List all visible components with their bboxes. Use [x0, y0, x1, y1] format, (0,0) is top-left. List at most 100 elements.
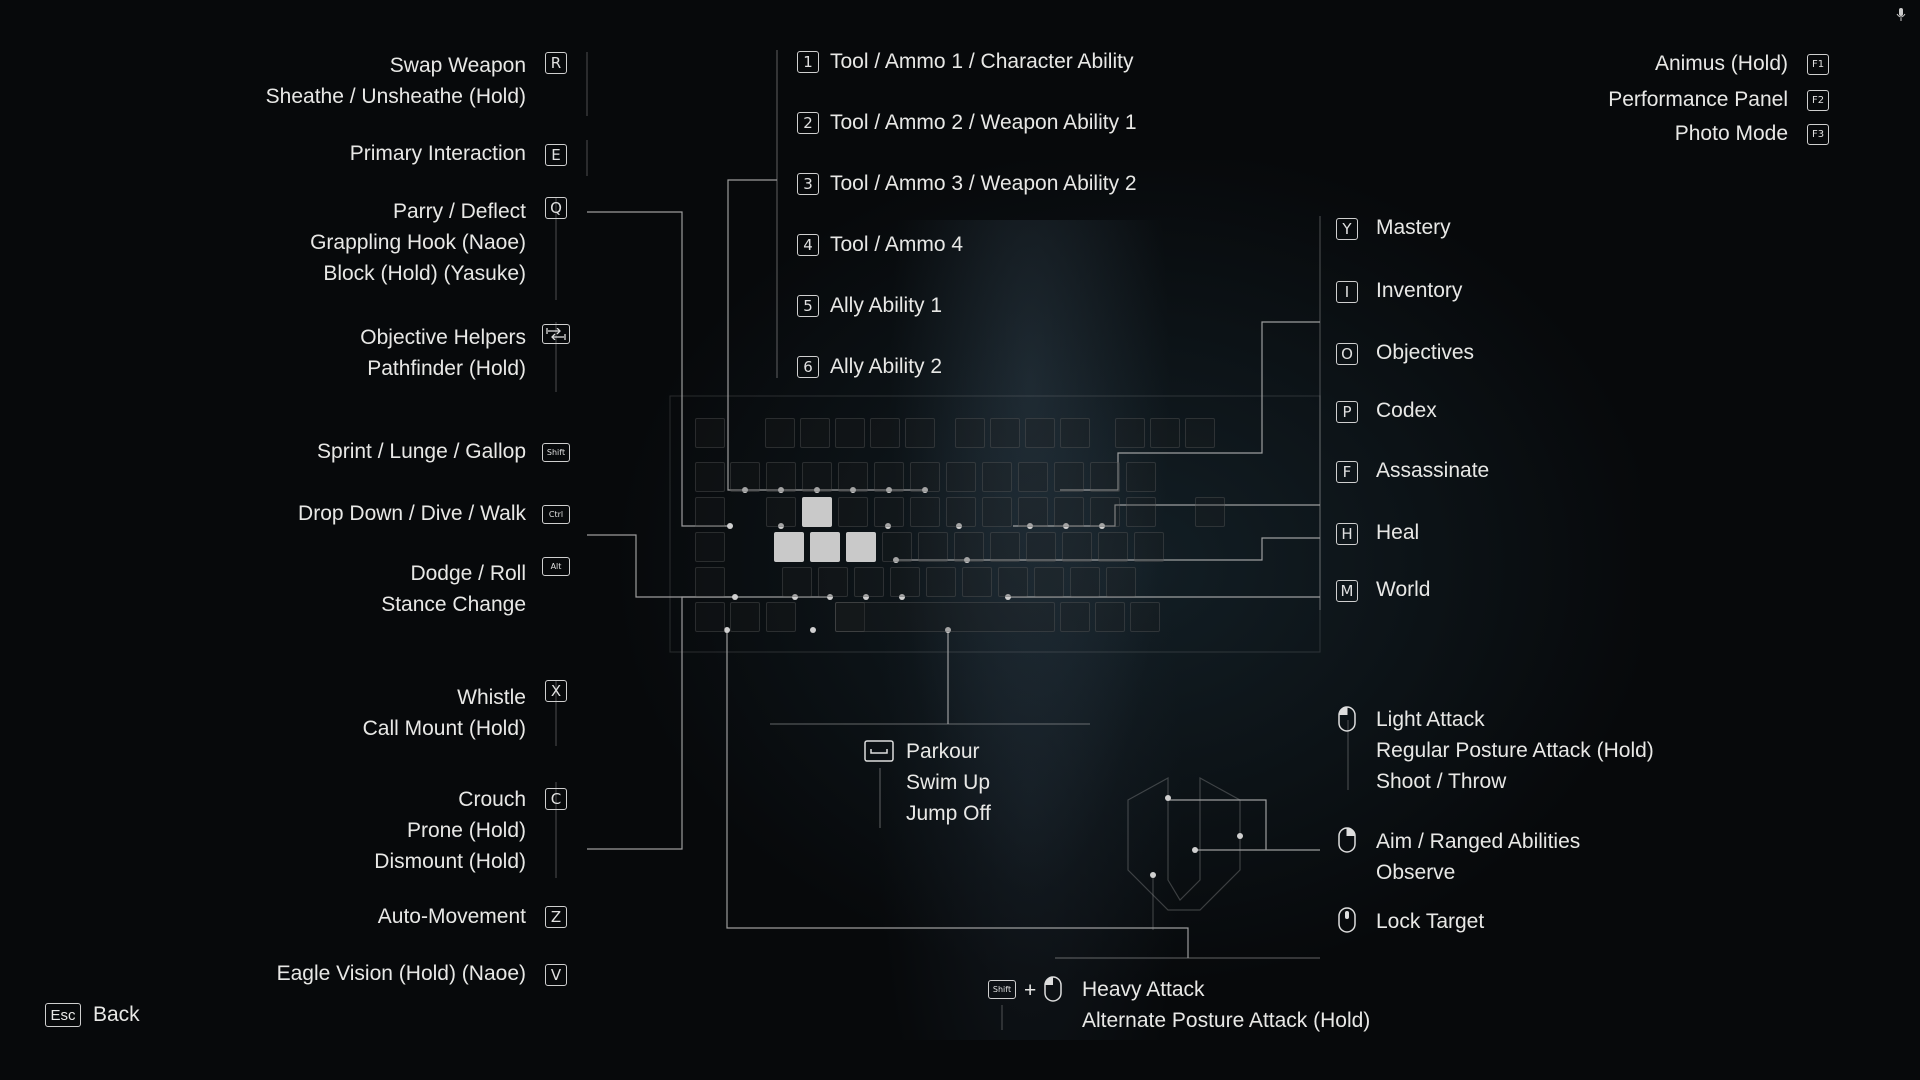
keyboard-key	[910, 462, 940, 492]
keyboard-key	[874, 497, 904, 527]
keyboard-key	[1060, 418, 1090, 448]
keyboard-key	[695, 532, 725, 562]
key-3: 3	[797, 173, 819, 195]
label-sprint: Sprint / Lunge / Gallop	[317, 440, 526, 463]
key-f1: F1	[1807, 54, 1829, 75]
keyboard-key	[982, 497, 1012, 527]
background-glow	[520, 160, 1640, 1060]
keyboard-key	[1060, 602, 1090, 632]
key-r: R	[545, 52, 567, 74]
key-e: E	[545, 144, 567, 166]
keyboard-key	[870, 418, 900, 448]
keyboard-key	[890, 567, 920, 597]
keyboard-key	[990, 532, 1020, 562]
key-i: I	[1336, 281, 1358, 303]
keyboard-key	[1090, 462, 1120, 492]
keyboard-key	[962, 567, 992, 597]
keyboard-key	[766, 602, 796, 632]
label-mastery: Mastery	[1376, 216, 1451, 239]
keyboard-key	[946, 462, 976, 492]
key-v: V	[545, 964, 567, 986]
mouse-middle-icon	[1338, 907, 1356, 933]
keyboard-key	[818, 567, 848, 597]
tab-icon	[546, 328, 566, 340]
label-tool-4: Tool / Ammo 4	[830, 233, 964, 256]
key-esc[interactable]: Esc	[45, 1003, 81, 1027]
label-photo-mode: Photo Mode	[1674, 122, 1788, 145]
label-primary-interaction: Primary Interaction	[349, 142, 526, 165]
keyboard-key	[905, 418, 935, 448]
highlighted-movement-key	[774, 532, 804, 562]
key-x: X	[545, 680, 567, 702]
label-objectives: Objectives	[1376, 341, 1475, 364]
keyboard-key	[695, 497, 725, 527]
keyboard-key	[1054, 497, 1084, 527]
keyboard-key	[1126, 462, 1156, 492]
mouse-right-icon	[1338, 827, 1356, 853]
keyboard-key	[854, 567, 884, 597]
keyboard-key	[1034, 567, 1064, 597]
keyboard-key	[800, 418, 830, 448]
mouse-left-icon	[1338, 706, 1356, 732]
keyboard-key	[874, 462, 904, 492]
keyboard-key	[910, 497, 940, 527]
keyboard-key	[1018, 497, 1048, 527]
key-q: Q	[545, 197, 567, 219]
keyboard-key	[730, 602, 760, 632]
key-5: 5	[797, 295, 819, 317]
key-m: M	[1336, 580, 1358, 602]
key-c: C	[545, 788, 567, 810]
label-tool-1: Tool / Ammo 1 / Character Ability	[830, 50, 1134, 73]
key-alt: Alt	[542, 557, 570, 576]
plus-sign: +	[1024, 979, 1037, 1002]
mouse-left-icon	[1044, 976, 1062, 1002]
keyboard-key	[1026, 532, 1056, 562]
keyboard-key	[695, 418, 725, 448]
key-z: Z	[545, 906, 567, 928]
key-tab	[542, 324, 570, 344]
keyboard-key	[998, 567, 1028, 597]
keyboard-key	[765, 418, 795, 448]
keyboard-key	[1070, 567, 1100, 597]
keyboard-key	[695, 462, 725, 492]
keyboard-key	[766, 462, 796, 492]
keyboard-key	[1054, 462, 1084, 492]
keyboard-key	[1025, 418, 1055, 448]
key-f2: F2	[1807, 90, 1829, 111]
back-button[interactable]: Back	[93, 1003, 140, 1026]
key-f3: F3	[1807, 124, 1829, 145]
label-tool-2: Tool / Ammo 2 / Weapon Ability 1	[830, 111, 1137, 134]
label-world: World	[1376, 578, 1431, 601]
key-shift-combo: Shift	[988, 980, 1016, 999]
key-y: Y	[1336, 218, 1358, 240]
key-f: F	[1336, 461, 1358, 483]
label-heal: Heal	[1376, 521, 1420, 544]
keyboard-key	[695, 602, 725, 632]
keyboard-key	[1195, 497, 1225, 527]
label-tool-3: Tool / Ammo 3 / Weapon Ability 2	[830, 172, 1137, 195]
keyboard-key	[1126, 497, 1156, 527]
microphone-icon	[1896, 8, 1906, 21]
key-h: H	[1336, 523, 1358, 545]
keyboard-key	[1150, 418, 1180, 448]
key-o: O	[1336, 343, 1358, 365]
keyboard-key	[695, 567, 725, 597]
keyboard-key	[990, 418, 1020, 448]
key-ctrl: Ctrl	[542, 505, 570, 524]
keyboard-key	[954, 532, 984, 562]
keyboard-key	[882, 532, 912, 562]
keyboard-key	[1090, 497, 1120, 527]
keyboard-key	[946, 497, 976, 527]
highlighted-movement-key	[846, 532, 876, 562]
spacebar-icon	[864, 740, 894, 762]
keyboard-key	[835, 418, 865, 448]
key-1: 1	[797, 51, 819, 73]
label-eagle-vision: Eagle Vision (Hold) (Naoe)	[276, 962, 526, 985]
key-4: 4	[797, 234, 819, 256]
keyboard-key	[1095, 602, 1125, 632]
